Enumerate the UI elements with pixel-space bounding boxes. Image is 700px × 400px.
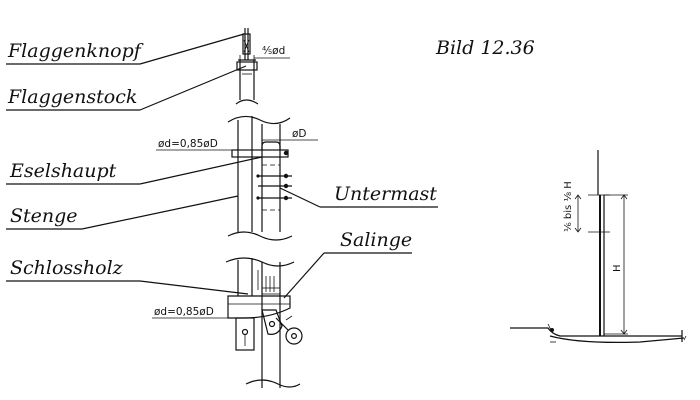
stenge-upper-section bbox=[227, 115, 293, 241]
mast-dia-dimension: øD bbox=[262, 128, 318, 144]
lower-ratio-text: ød=0,85øD bbox=[154, 306, 214, 318]
label-stenge: Stenge bbox=[6, 195, 239, 230]
flaggenstock-label: Flaggenstock bbox=[7, 86, 137, 108]
label-salinge: Salinge bbox=[283, 229, 412, 299]
label-untermast: Untermast bbox=[279, 183, 438, 208]
lower-mast-section bbox=[225, 257, 301, 388]
flagstock-dimension: ⅘ød bbox=[239, 45, 290, 62]
salinge-part bbox=[227, 295, 303, 351]
figure-title: Bild 12.36 bbox=[435, 37, 535, 59]
lower-ratio-dimension: ød=0,85øD bbox=[152, 306, 238, 319]
upper-ratio-dimension: ød=0,85øD bbox=[156, 138, 238, 151]
label-flaggenstock: Flaggenstock bbox=[6, 65, 247, 111]
label-schlossholz: Schlossholz bbox=[6, 257, 249, 295]
flagstock-dia-text: ⅘ød bbox=[262, 45, 285, 57]
label-flaggenknopf: Flaggenknopf bbox=[6, 33, 245, 65]
height-ratio-text: ⅙ bis ⅛ H bbox=[563, 181, 574, 232]
upper-ratio-text: ød=0,85øD bbox=[158, 138, 218, 150]
salinge-label: Salinge bbox=[340, 229, 412, 251]
mast-dia-text: øD bbox=[292, 128, 307, 140]
boat-mast-sketch: ⅙ bis ⅛ H H bbox=[510, 150, 687, 343]
flaggenstock-part bbox=[235, 59, 259, 105]
flaggenknopf-part bbox=[242, 28, 251, 60]
flaggenknopf-label: Flaggenknopf bbox=[7, 40, 144, 62]
height-text: H bbox=[612, 264, 623, 272]
eselshaupt-label: Eselshaupt bbox=[9, 160, 117, 182]
stenge-label: Stenge bbox=[10, 205, 78, 227]
label-eselshaupt: Eselshaupt bbox=[6, 156, 263, 185]
schlossholz-label: Schlossholz bbox=[10, 257, 124, 279]
untermast-label: Untermast bbox=[334, 183, 437, 205]
